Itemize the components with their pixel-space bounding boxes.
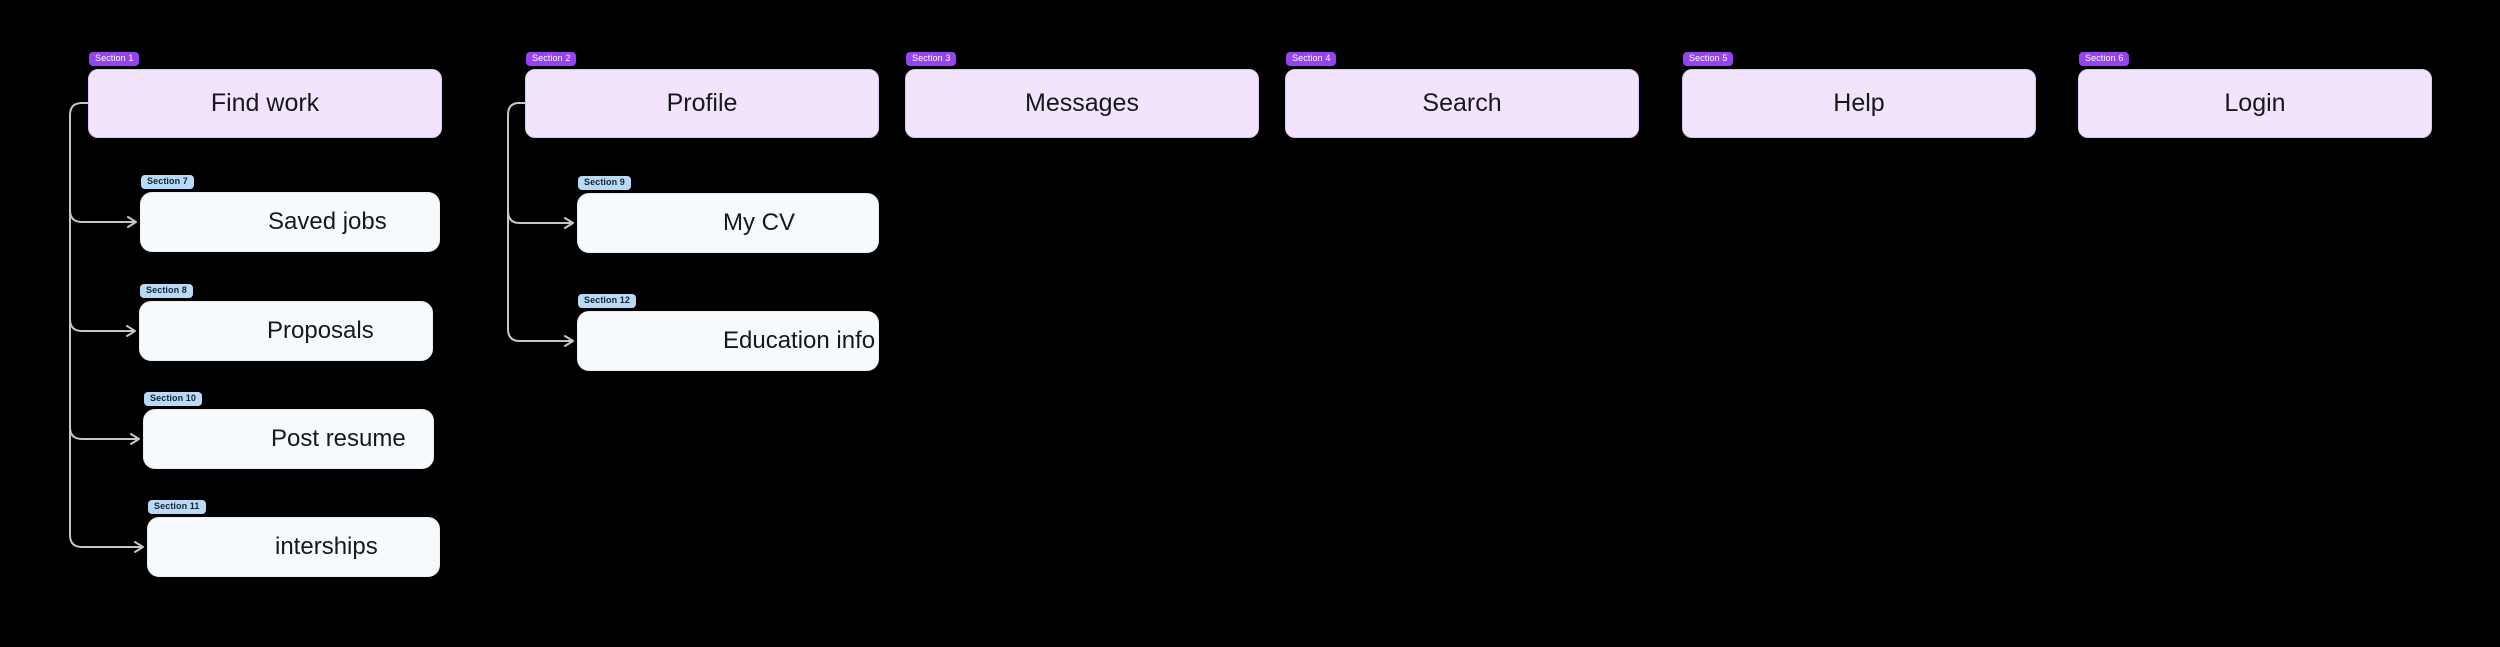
section-badge: Section 3 (906, 52, 957, 66)
node-label: Post resume (271, 425, 406, 452)
node-find-work: Section 1 Find work (88, 52, 442, 138)
node-help: Section 5 Help (1682, 52, 2036, 138)
section-badge: Section 8 (140, 284, 193, 298)
node-label: Education info (723, 327, 876, 354)
connector-findwork-proposals (69, 318, 136, 337)
node-label: Proposals (267, 317, 374, 344)
node-label: Find work (210, 89, 320, 117)
node-profile: Section 2 Profile (525, 52, 879, 138)
connector-findwork-savedjobs (69, 209, 137, 228)
section-badge: Section 2 (526, 52, 577, 66)
node-messages: Section 3 Messages (905, 52, 1259, 138)
section-badge: Section 7 (141, 175, 194, 189)
node-login: Section 6 Login (2078, 52, 2432, 138)
messages-box[interactable]: Messages (905, 69, 1259, 138)
node-label: Login (2224, 89, 2286, 117)
section-badge: Section 6 (2079, 52, 2130, 66)
section-badge: Section 5 (1683, 52, 1734, 66)
node-label: Saved jobs (268, 208, 387, 235)
section-badge: Section 4 (1286, 52, 1337, 66)
find-work-box[interactable]: Find work (88, 69, 442, 138)
section-badge: Section 1 (89, 52, 140, 66)
profile-box[interactable]: Profile (525, 69, 879, 138)
node-my-cv: Section 9 My CV (577, 176, 879, 253)
node-interships: Section 11 interships (147, 500, 440, 577)
interships-box[interactable]: interships (147, 517, 440, 577)
node-label: Search (1422, 89, 1502, 117)
search-box[interactable]: Search (1285, 69, 1639, 138)
section-badge: Section 9 (578, 176, 631, 190)
connector-profile-trunk (507, 102, 574, 347)
node-post-resume: Section 10 Post resume (143, 392, 434, 469)
node-label: Help (1833, 89, 1885, 117)
connector-profile-mycv (507, 210, 574, 229)
node-label: Messages (1025, 89, 1139, 117)
connector-findwork-trunk (69, 102, 144, 553)
node-label: interships (275, 533, 378, 560)
education-info-box[interactable]: Education info (577, 311, 879, 371)
node-saved-jobs: Section 7 Saved jobs (140, 175, 440, 252)
node-label: My CV (723, 209, 795, 236)
node-search: Section 4 Search (1285, 52, 1639, 138)
section-badge: Section 11 (148, 500, 206, 514)
help-box[interactable]: Help (1682, 69, 2036, 138)
connector-findwork-postresume (69, 426, 140, 445)
proposals-box[interactable]: Proposals (139, 301, 433, 361)
post-resume-box[interactable]: Post resume (143, 409, 434, 469)
section-badge: Section 10 (144, 392, 203, 406)
node-label: Profile (666, 89, 738, 117)
section-badge: Section 12 (578, 294, 637, 308)
saved-jobs-box[interactable]: Saved jobs (140, 192, 440, 252)
my-cv-box[interactable]: My CV (577, 193, 879, 253)
node-proposals: Section 8 Proposals (139, 284, 433, 361)
login-box[interactable]: Login (2078, 69, 2432, 138)
node-education-info: Section 12 Education info (577, 294, 879, 371)
